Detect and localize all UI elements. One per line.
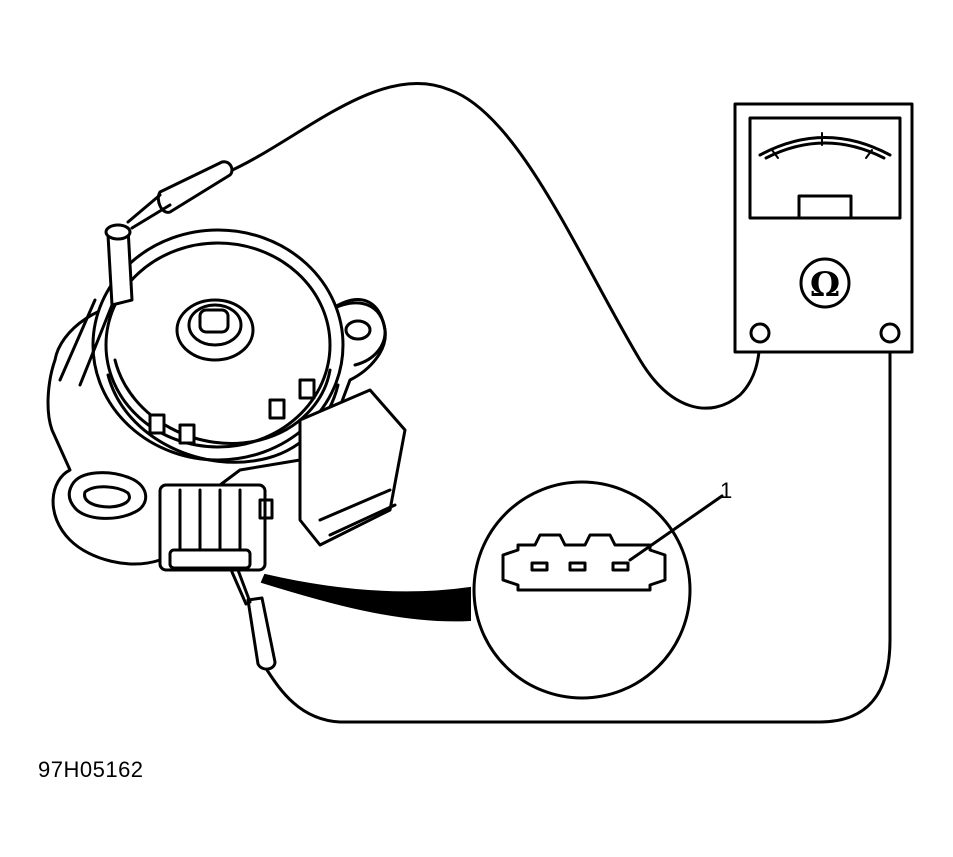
test-lead-icon bbox=[126, 160, 234, 230]
throttle-position-sensor-icon bbox=[46, 223, 407, 572]
test-lead-wire-top bbox=[226, 82, 762, 410]
detail-pointer bbox=[260, 573, 471, 622]
connector-detail-icon bbox=[472, 480, 724, 700]
test-lead-wire-bottom bbox=[265, 331, 892, 724]
callout-label-1: 1 bbox=[720, 478, 733, 503]
test-lead-bottom-icon bbox=[230, 568, 277, 671]
ohmmeter-icon bbox=[733, 102, 914, 354]
figure-id: 97H05162 bbox=[38, 757, 144, 782]
ohm-symbol: Ω bbox=[810, 265, 840, 305]
